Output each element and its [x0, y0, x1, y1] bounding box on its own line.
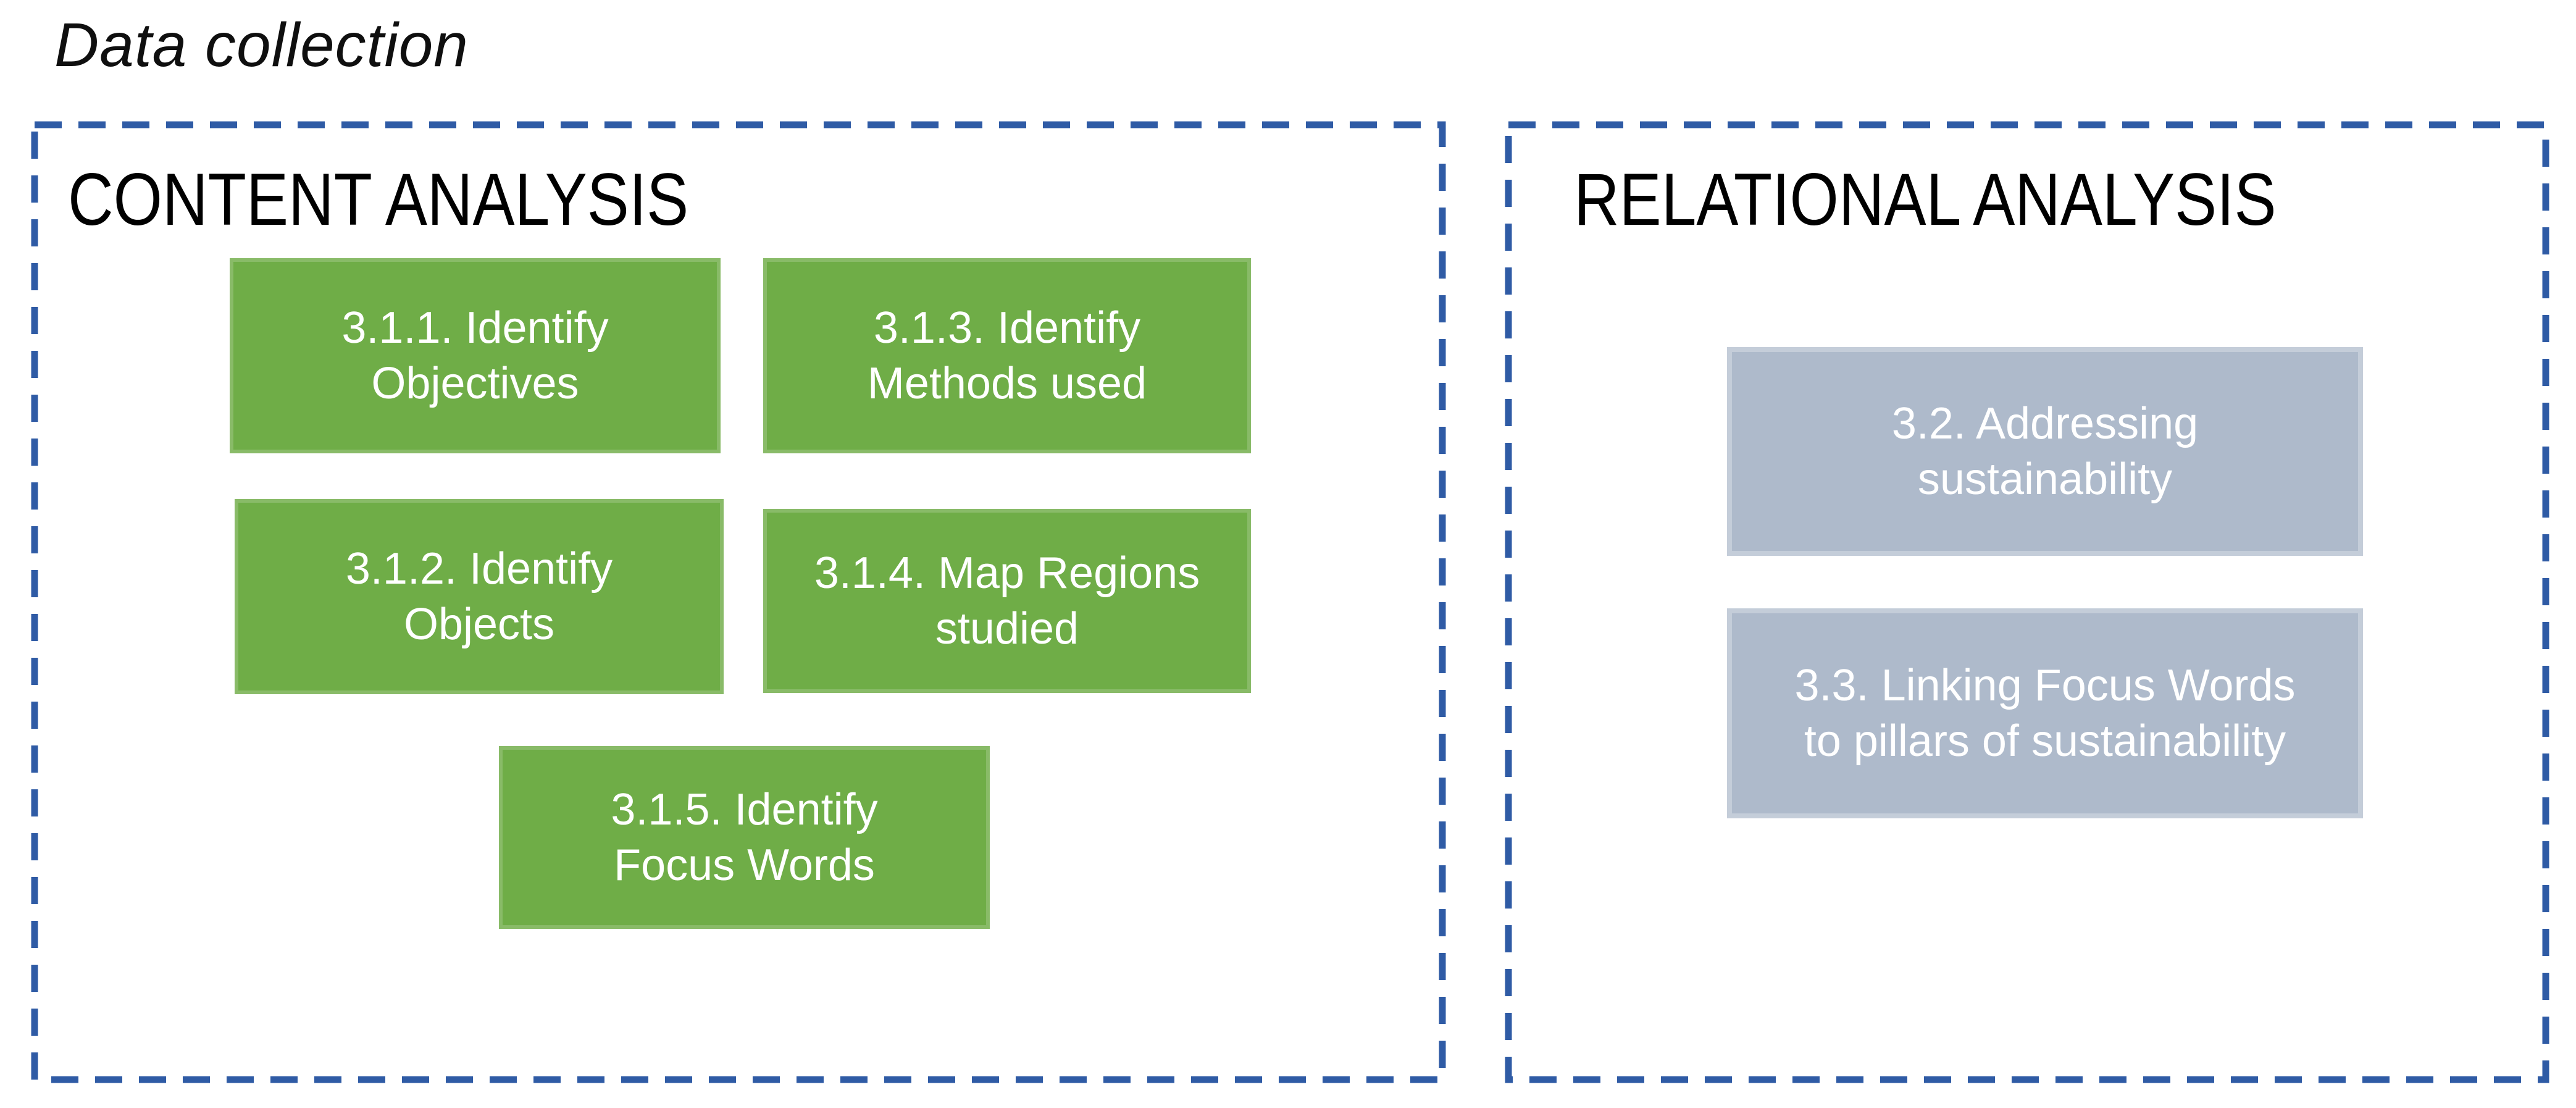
process-box-3-3-label: 3.3. Linking Focus Words to pillars of s…	[1794, 661, 2296, 766]
process-box-3-3: 3.3. Linking Focus Words to pillars of s…	[1727, 608, 2363, 818]
process-box-3-1-2-label: 3.1.2. Identify Objects	[345, 544, 613, 649]
panel-relational-analysis: RELATIONAL ANALYSIS 3.2. Addressing sust…	[1505, 121, 2549, 1083]
process-box-3-1-4-label: 3.1.4. Map Regions studied	[814, 548, 1200, 653]
process-box-3-1-5-label: 3.1.5. Identify Focus Words	[611, 785, 878, 890]
process-box-3-1-1: 3.1.1. Identify Objectives	[230, 258, 721, 453]
content-analysis-heading: CONTENT ANALYSIS	[68, 158, 689, 241]
relational-analysis-dashed-border	[1505, 121, 2549, 1083]
relational-analysis-heading: RELATIONAL ANALYSIS	[1574, 158, 2277, 241]
process-box-3-1-3-label: 3.1.3. Identify Methods used	[867, 303, 1147, 408]
process-box-3-1-5: 3.1.5. Identify Focus Words	[499, 746, 990, 929]
process-box-3-1-1-label: 3.1.1. Identify Objectives	[341, 303, 609, 408]
panel-content-analysis: CONTENT ANALYSIS 3.1.1. Identify Objecti…	[31, 121, 1446, 1083]
diagram-title: Data collection	[54, 10, 469, 80]
content-analysis-dashed-border	[31, 121, 1446, 1083]
process-box-3-2-label: 3.2. Addressing sustainability	[1891, 399, 2199, 504]
process-box-3-1-4: 3.1.4. Map Regions studied	[763, 509, 1251, 693]
process-box-3-1-3: 3.1.3. Identify Methods used	[763, 258, 1251, 453]
process-box-3-1-2: 3.1.2. Identify Objects	[235, 499, 724, 694]
process-box-3-2: 3.2. Addressing sustainability	[1727, 347, 2363, 556]
